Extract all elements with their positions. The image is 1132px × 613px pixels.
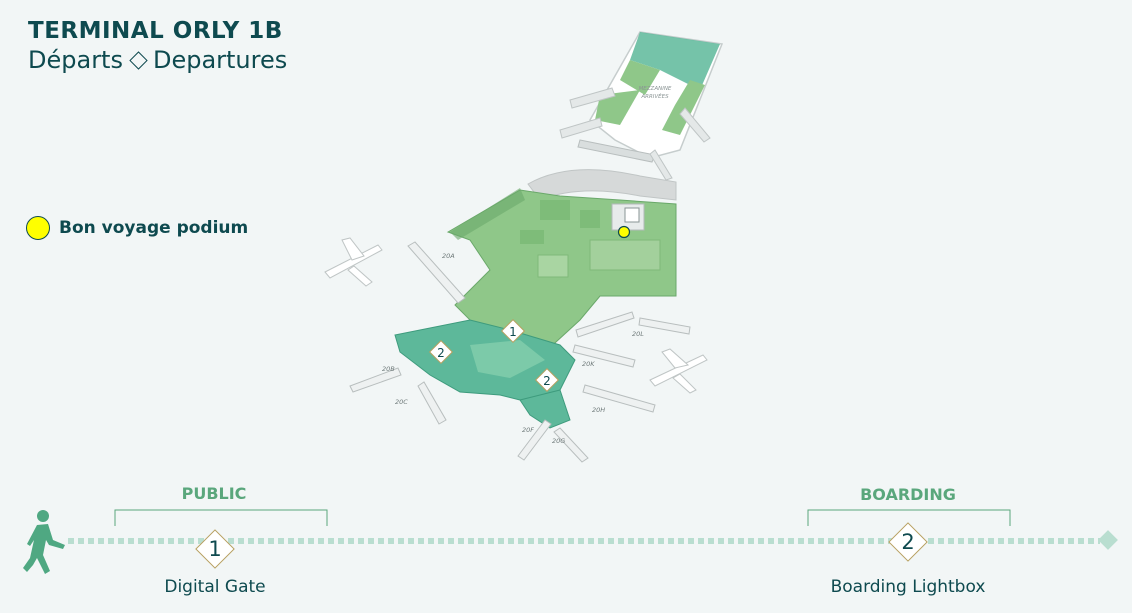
map-marker-2a: 2 — [428, 339, 454, 365]
arrivals-label: ARRIVÉES — [640, 92, 669, 100]
boarding-lightbox-label: Boarding Lightbox — [830, 577, 986, 597]
legend: Bon voyage podium — [26, 216, 248, 240]
public-zone-label: PUBLIC — [181, 484, 247, 503]
mezzanine-label: MEZZANINE — [639, 86, 672, 92]
legend-label: Bon voyage podium — [59, 218, 249, 238]
svg-text:2: 2 — [543, 374, 551, 388]
aircraft-right-icon — [649, 348, 708, 394]
end-diamond-icon — [1098, 530, 1118, 550]
mezzanine-level: MEZZANINE ARRIVÉES — [559, 31, 724, 181]
walking-person-icon — [23, 510, 65, 574]
podium-location-marker — [617, 225, 631, 239]
step-marker-2: 2 — [888, 522, 928, 562]
gate-20k: 20K — [582, 360, 595, 368]
gate-labels: 20A 20B 20C 20F 20G 20H 20K 20L — [382, 252, 644, 445]
gate-20a: 20A — [442, 252, 455, 260]
subtitle-english: Departures — [152, 46, 288, 74]
terminal-subtitle: Départs Departures — [28, 45, 287, 75]
gate-20l: 20L — [632, 330, 644, 338]
svg-text:2: 2 — [437, 346, 445, 360]
digital-gate-label: Digital Gate — [164, 577, 266, 597]
boarding-zone — [394, 319, 576, 429]
terminal-title: TERMINAL ORLY 1B — [28, 18, 283, 44]
subtitle-french: Départs — [28, 46, 123, 74]
gate-20h: 20H — [592, 406, 605, 414]
aircraft-left-icon — [324, 237, 383, 287]
page-title: TERMINAL ORLY 1B Départs Departures — [28, 17, 287, 75]
map-marker-2b: 2 — [534, 367, 560, 393]
gate-20f: 20F — [522, 426, 534, 434]
podium-dot-icon — [26, 216, 50, 240]
gate-20g: 20G — [552, 437, 565, 445]
gate-20c: 20C — [395, 398, 408, 406]
boarding-bracket — [807, 509, 1011, 526]
step-marker-1: 1 — [195, 529, 235, 569]
boarding-zone-label: BOARDING — [860, 485, 956, 504]
svg-text:1: 1 — [509, 325, 517, 339]
map-marker-1: 1 — [500, 318, 526, 344]
gate-20b: 20B — [382, 365, 395, 373]
public-bracket — [114, 509, 328, 526]
